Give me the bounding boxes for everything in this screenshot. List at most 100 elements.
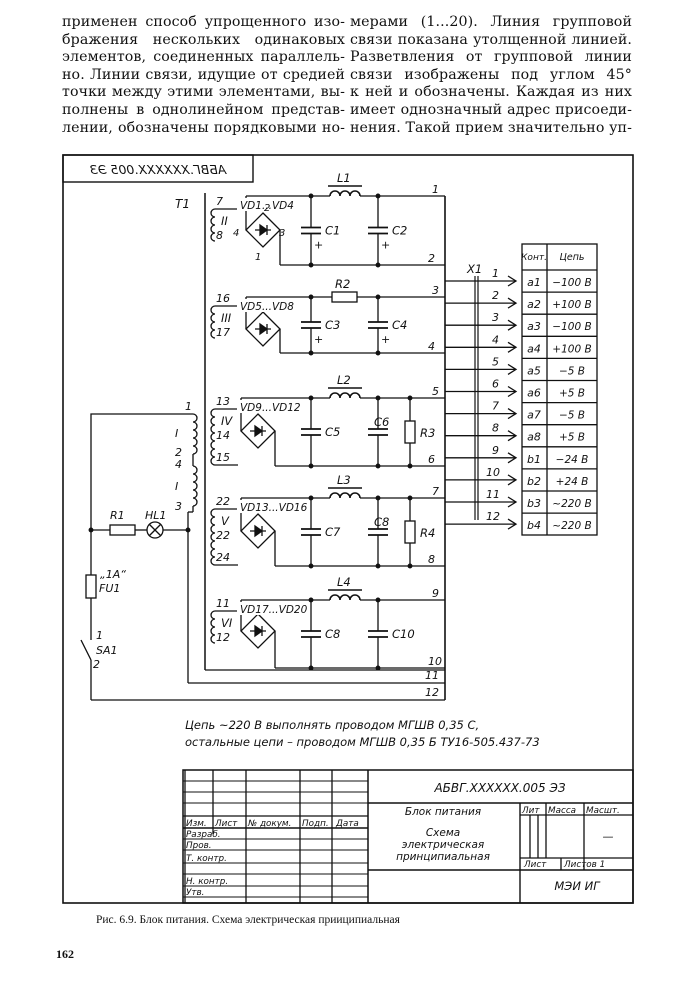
text-line: лении, обозначены порядковыми но- — [62, 119, 345, 136]
diode-bridge — [245, 212, 281, 248]
table-cell-contact: b2 — [527, 475, 541, 488]
body-text-right-column: мерами (1...20). Линия групповой связи п… — [350, 14, 632, 137]
resistor-icon — [331, 291, 358, 303]
text-line: точки между этими элементами, вы- — [62, 84, 345, 101]
inductor-label: L2 — [337, 373, 351, 387]
arrow-icon — [507, 496, 518, 508]
winding-pin: 24 — [216, 551, 230, 564]
connector-line-number: 2 — [492, 289, 499, 302]
text-line: применен способ упрощенного изо- — [62, 14, 345, 30]
winding-label: III — [221, 311, 232, 325]
bridge-pin: 1 — [255, 252, 261, 263]
hl1-label: HL1 — [145, 509, 166, 522]
table-header-contact: Конт. — [521, 253, 547, 263]
connector-line-number: 9 — [492, 444, 499, 457]
connector-line-number: 10 — [486, 466, 500, 479]
table-cell-contact: a5 — [527, 364, 541, 377]
tb-row-nkontr: Н. контр. — [186, 877, 228, 887]
table-cell-contact: a3 — [527, 320, 541, 333]
figure-caption: Рис. 6.9. Блок питания. Схема электричес… — [96, 914, 400, 926]
tb-col-list: Лист — [214, 819, 238, 829]
tb-product-name: Блок питания — [405, 806, 481, 818]
capacitor — [368, 597, 388, 671]
corner-stamp: АБВГ.XXXXXX.005 ЭЗ — [62, 154, 254, 183]
text-line: связи показана утолщенной линией. — [350, 31, 632, 48]
table-cell-circuit: −5 В — [559, 410, 585, 422]
table-cell-contact: b1 — [527, 453, 541, 466]
plus-sign: + — [381, 239, 390, 252]
secondary-winding-coil — [210, 408, 216, 466]
arrow-icon — [507, 408, 518, 420]
arrow-icon — [507, 385, 518, 398]
tb-row-tkontr: Т. контр. — [186, 854, 227, 864]
winding-pin: 14 — [216, 429, 230, 442]
load-resistor-icon — [404, 520, 416, 544]
output-pin: 3 — [432, 284, 439, 297]
inductor-icon — [329, 492, 361, 499]
tb-designation: АБВГ.XXXXXX.005 ЭЗ — [433, 781, 565, 795]
inductor-label: L3 — [337, 473, 351, 487]
note-line-1: Цепь ~220 В выполнять проводом МГШВ 0,35… — [185, 718, 479, 732]
fu1-label: FU1 — [99, 582, 120, 595]
tb-sheet-label: Лист — [523, 860, 547, 870]
fuse-fu1 — [85, 574, 97, 599]
text-line: имеет однозначный адрес присоеди- — [350, 101, 632, 118]
connector-label: X1 — [466, 262, 482, 276]
fuse-rating: „1А“ — [100, 568, 126, 581]
capacitor: + — [301, 294, 323, 356]
text-line: элементов, соединенных параллель- — [62, 49, 345, 66]
winding-pin: 8 — [216, 229, 223, 242]
corner-stamp-text: АБВГ.XXXXXX.005 ЭЗ — [90, 162, 228, 177]
tb-doc-name-1: Схема — [426, 827, 460, 839]
switch-sa1 — [80, 639, 92, 661]
load-resistor-label: R4 — [420, 526, 435, 540]
winding-pin: 22 — [216, 529, 230, 542]
diode-icon — [250, 524, 266, 538]
tb-mass-label: Масса — [548, 806, 576, 816]
text-line: Разветвления от групповой линии — [350, 49, 632, 66]
capacitor — [301, 395, 321, 469]
tb-scale-value: — — [603, 830, 614, 843]
table-cell-circuit: +5 В — [559, 388, 585, 400]
capacitor-label: C1 — [325, 224, 340, 238]
table-cell-contact: a1 — [527, 276, 541, 289]
primary-winding-coil — [192, 465, 198, 507]
capacitor — [368, 495, 388, 569]
diode-icon — [250, 624, 266, 638]
diode-bridge — [245, 311, 281, 347]
connector-line-number: 5 — [492, 355, 499, 368]
connector-line-number: 4 — [492, 333, 499, 346]
table-cell-contact: a7 — [527, 409, 541, 422]
primary-pin-2: 2 — [175, 446, 182, 459]
primary-winding-label-2: I — [175, 480, 178, 493]
text-line: бражения нескольких одинаковых — [62, 31, 345, 48]
winding-pin: 15 — [216, 451, 230, 464]
table-cell-circuit: +5 В — [559, 432, 585, 444]
arrow-icon — [507, 275, 518, 287]
connector-line-number: 8 — [492, 422, 499, 435]
secondary-winding-coil — [210, 610, 216, 644]
connector-line-number: 7 — [492, 400, 499, 413]
capacitor: + — [368, 193, 390, 268]
secondary-winding-coil — [210, 305, 216, 339]
inductor-icon — [329, 190, 361, 197]
primary-pin-3: 3 — [175, 500, 182, 513]
table-cell-circuit: −100 В — [552, 321, 591, 333]
arrow-icon — [507, 518, 518, 530]
capacitor-label: C4 — [392, 318, 407, 332]
arrow-icon — [507, 452, 518, 464]
winding-pin: 22 — [216, 495, 230, 508]
table-cell-circuit: +100 В — [552, 343, 591, 355]
plus-sign: + — [314, 333, 323, 346]
winding-label: V — [221, 514, 230, 528]
table-cell-circuit: ~220 В — [552, 498, 591, 510]
tb-doc-name-2: электрическая — [402, 839, 484, 851]
primary-pin-1: 1 — [185, 400, 192, 413]
resistor-label: R2 — [335, 277, 350, 291]
